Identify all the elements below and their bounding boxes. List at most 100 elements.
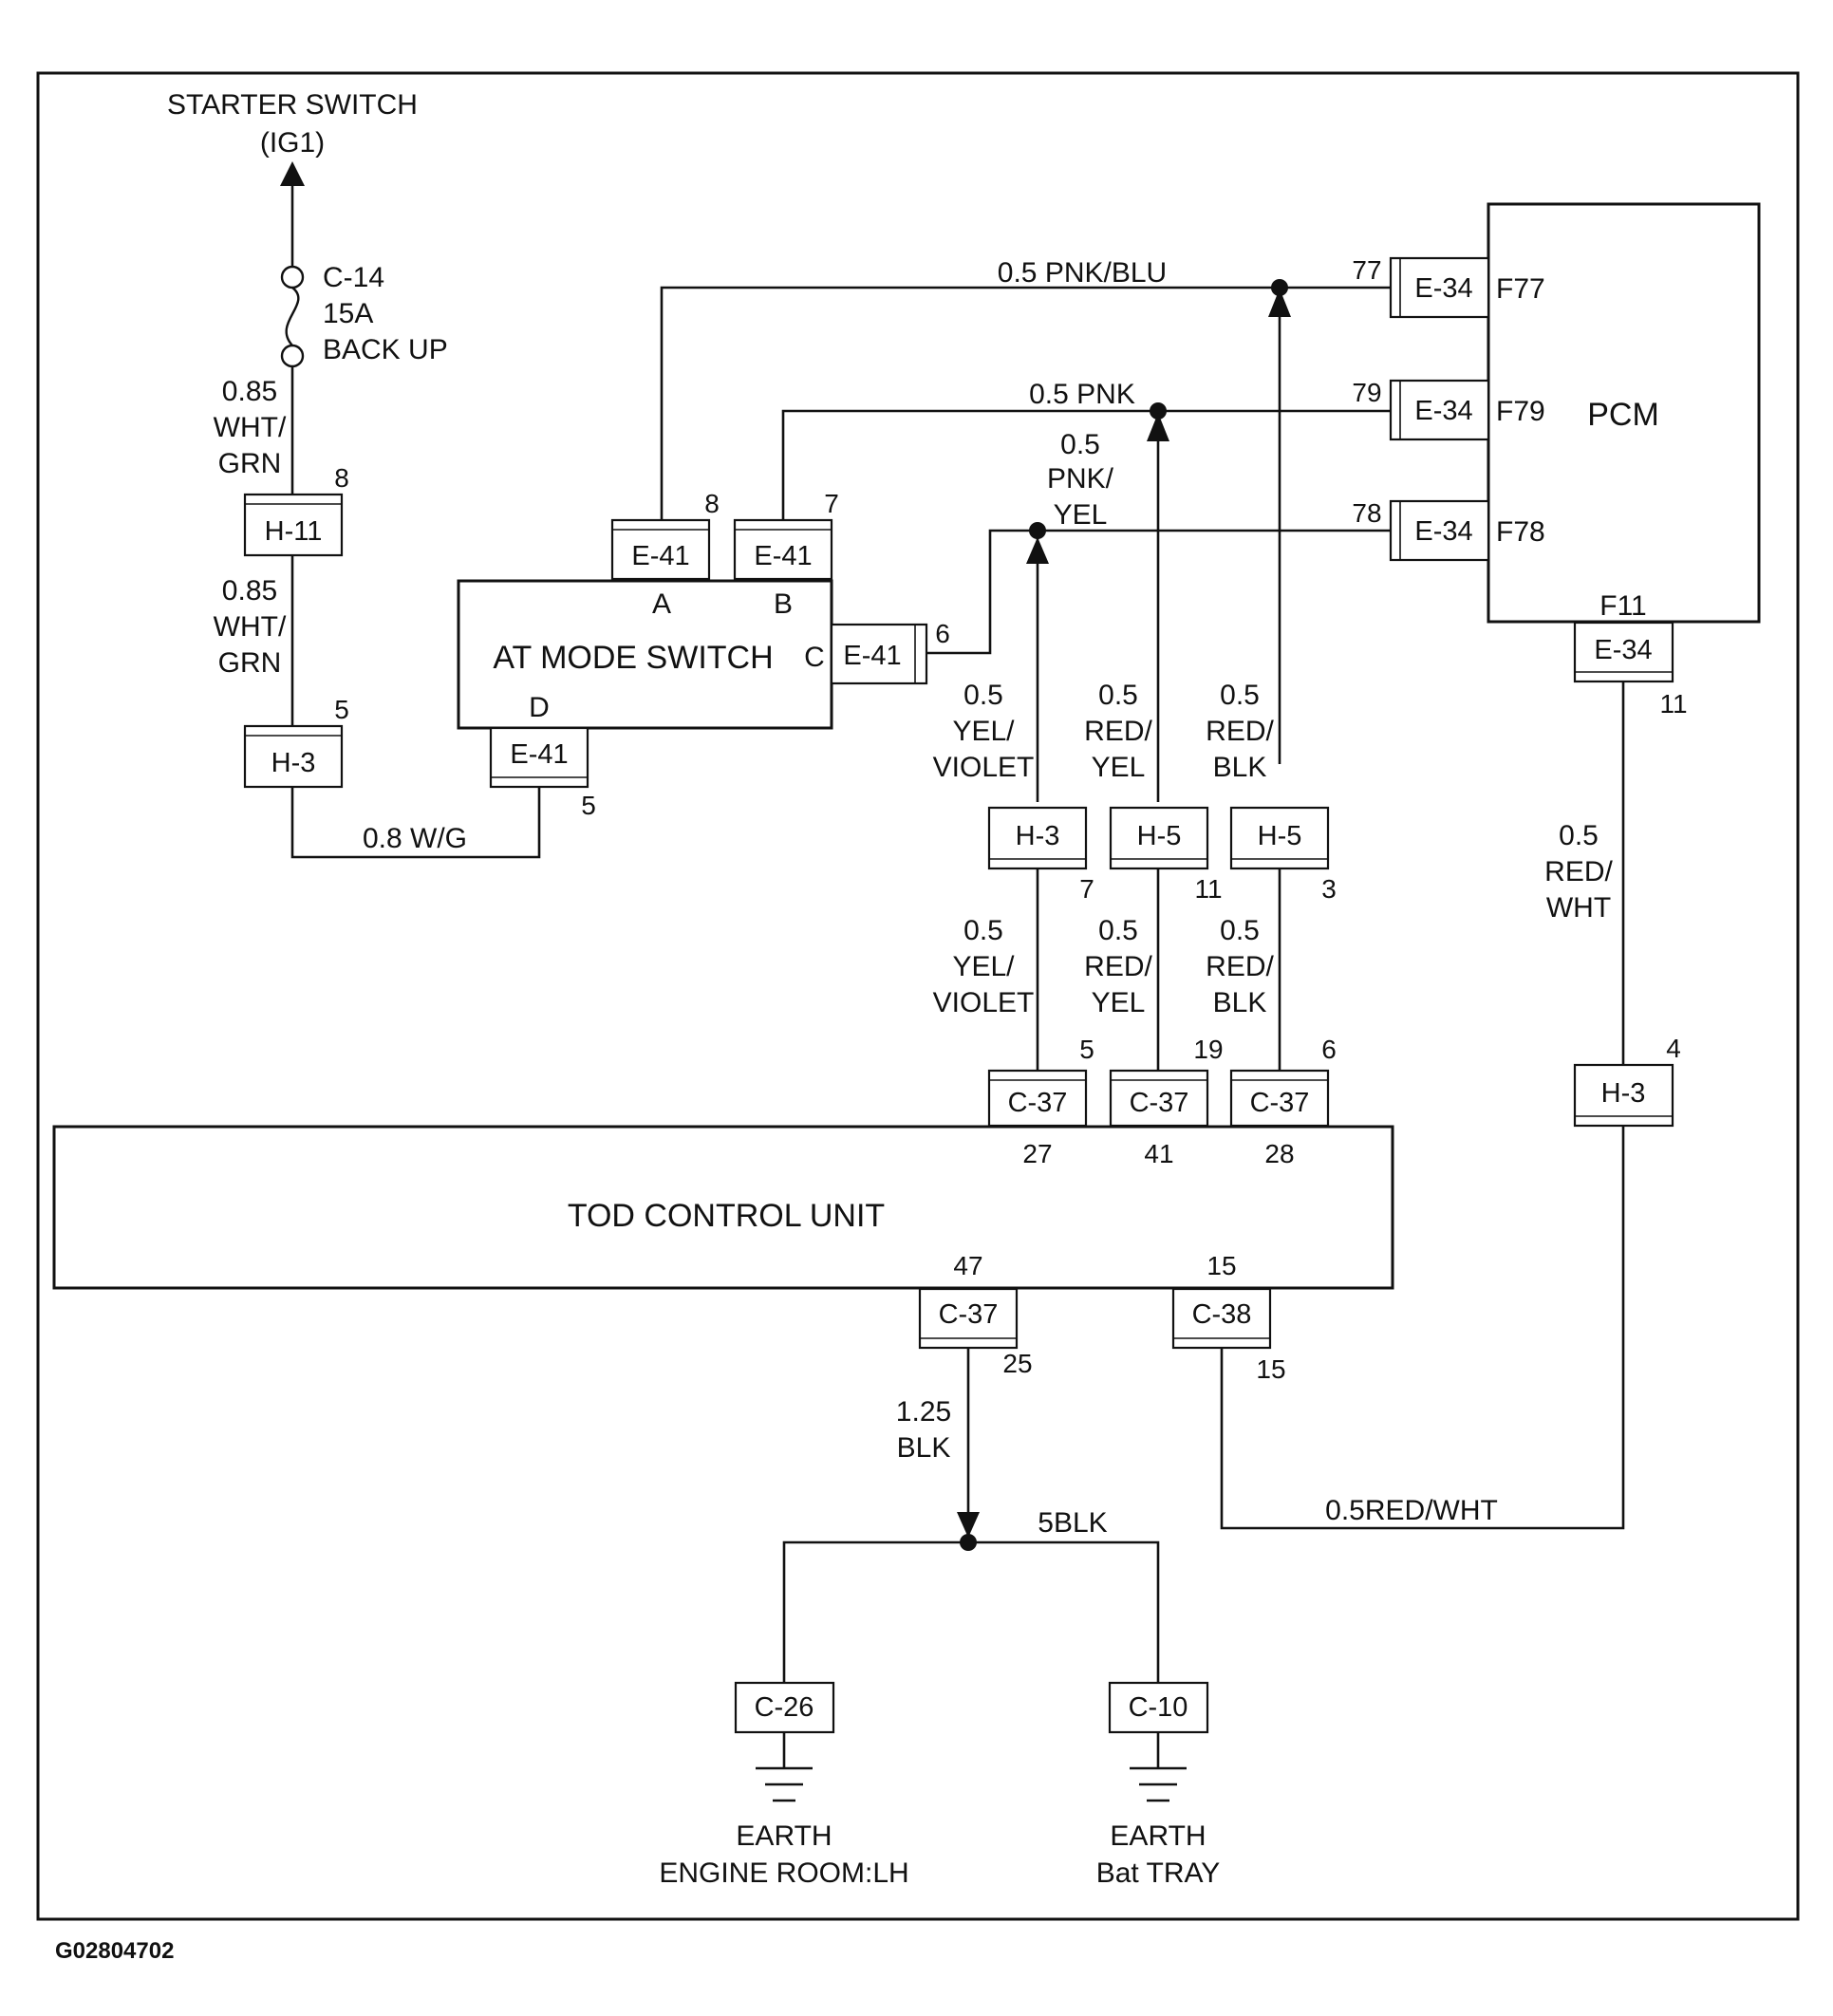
up-arrow-icon xyxy=(1026,537,1049,564)
wire-label-size: 0.5 xyxy=(1098,680,1138,711)
tod-control-unit-label: TOD CONTROL UNIT xyxy=(568,1198,885,1234)
wire-label-color: BLK xyxy=(1213,752,1267,783)
pin-number: 8 xyxy=(704,489,720,518)
pcm-module: PCM F77 F79 F78 F11 xyxy=(1487,202,1761,624)
connector-c10: C-10 xyxy=(1108,1681,1209,1734)
connector-label: C-26 xyxy=(755,1692,814,1723)
connector-e34-f79: E-34 xyxy=(1389,379,1490,441)
wire-label-size: 0.5 xyxy=(1559,820,1599,851)
ground-icon xyxy=(756,1766,813,1802)
connector-h3-left: H-3 xyxy=(243,724,344,789)
wire-pnk-yel xyxy=(925,529,1391,655)
splice-dot xyxy=(960,1534,977,1551)
connector-c26: C-26 xyxy=(734,1681,835,1734)
up-arrow-icon xyxy=(1147,413,1169,441)
fuse-id: C-14 xyxy=(323,262,384,293)
wire-pnk xyxy=(781,409,1391,520)
pin-number: 19 xyxy=(1193,1035,1223,1064)
connector-c37-red-yel: C-37 xyxy=(1109,1069,1209,1128)
figure-id: G02804702 xyxy=(55,1938,174,1964)
wire-label-color: WHT/ xyxy=(214,611,287,643)
pin-number: 6 xyxy=(935,619,950,648)
wire-label-color: WHT/ xyxy=(214,412,287,443)
connector-c37-ground: C-37 xyxy=(918,1287,1019,1350)
ground-icon xyxy=(1130,1766,1187,1802)
starter-switch-label: STARTER SWITCH xyxy=(167,89,418,121)
connector-label: C-10 xyxy=(1129,1692,1188,1723)
pcm-terminal: F79 xyxy=(1496,396,1545,427)
fuse-rating: 15A xyxy=(323,298,373,329)
connector-label: H-3 xyxy=(1016,821,1060,851)
wire-label-size: 0.5 xyxy=(963,680,1003,711)
connector-e41-b: E-41 xyxy=(733,518,833,581)
wire-label-color: RED/ xyxy=(1544,856,1613,887)
connector-e41-d: E-41 xyxy=(489,726,589,789)
pin-number: 11 xyxy=(1659,689,1687,719)
wire-label-color: RED/ xyxy=(1084,716,1152,747)
pin-number: 7 xyxy=(1079,874,1094,904)
pin-number: 5 xyxy=(581,791,596,820)
pcm-terminal: F77 xyxy=(1496,273,1545,305)
wire-label-pnk-blu: 0.5 PNK/BLU xyxy=(998,257,1167,289)
pin-number: 15 xyxy=(1256,1354,1285,1384)
starter-arrow-icon xyxy=(280,161,305,186)
wire-label-size: 0.85 xyxy=(222,575,277,607)
wire-label-red-wht: 0.5RED/WHT xyxy=(1325,1495,1498,1526)
connector-e34-f11: E-34 xyxy=(1573,621,1674,683)
pcm-terminal: F11 xyxy=(1599,590,1646,622)
wires xyxy=(290,186,1625,1767)
fuse-name: BACK UP xyxy=(323,334,448,365)
connector-e41-a: E-41 xyxy=(610,518,711,581)
pin-number: 3 xyxy=(1321,874,1337,904)
terminal-d: D xyxy=(529,692,550,723)
wire-label-size: 0.85 xyxy=(222,376,277,407)
wire-red-wht-lower xyxy=(1220,1126,1625,1530)
pin-number: 6 xyxy=(1321,1035,1337,1064)
pin-number: 15 xyxy=(1206,1251,1236,1280)
pin-number: 25 xyxy=(1002,1349,1032,1378)
wire-label-color: YEL xyxy=(1092,987,1146,1018)
wire-label-w-g: 0.8 W/G xyxy=(363,823,467,854)
wire-5blk xyxy=(782,1540,1160,1683)
pin-number: 11 xyxy=(1194,874,1222,904)
splice-dot xyxy=(1029,522,1046,539)
earth-right-location: Bat TRAY xyxy=(1096,1857,1221,1889)
connector-c37-red-blk: C-37 xyxy=(1229,1069,1330,1128)
wire-pnk-blu xyxy=(660,286,1391,520)
pin-number: 4 xyxy=(1666,1034,1681,1063)
wire-label-color: BLK xyxy=(1213,987,1267,1018)
earth-left-label: EARTH xyxy=(736,1820,832,1852)
pin-number: 5 xyxy=(1079,1035,1094,1064)
wire-label-size: 0.5 xyxy=(1098,915,1138,946)
pin-number: 77 xyxy=(1352,255,1381,285)
connector-h5-red-blk: H-5 xyxy=(1229,806,1330,870)
wire-label-color: RED/ xyxy=(1206,716,1274,747)
connector-h3-right: H-3 xyxy=(1573,1063,1674,1128)
connector-label: H-3 xyxy=(1601,1078,1646,1109)
connector-label: C-37 xyxy=(1250,1088,1310,1118)
pin-number: 47 xyxy=(953,1251,982,1280)
connector-label: E-34 xyxy=(1414,516,1472,547)
connector-label: E-41 xyxy=(510,739,568,770)
connector-h5-red-yel: H-5 xyxy=(1109,806,1209,870)
connector-label: E-41 xyxy=(843,641,901,671)
wire-label-pnk: 0.5 PNK xyxy=(1029,379,1135,410)
connector-e41-c: E-41 xyxy=(830,623,928,685)
connector-label: C-38 xyxy=(1192,1299,1252,1330)
pin-number: 78 xyxy=(1352,498,1381,528)
wire-label-size: 0.5 xyxy=(1220,680,1260,711)
wire-label-color: RED/ xyxy=(1084,951,1152,982)
pin-number: 41 xyxy=(1144,1139,1173,1168)
connector-h3-mid: H-3 xyxy=(987,806,1088,870)
connector-label: E-34 xyxy=(1594,635,1652,665)
wire-label-color: RED/ xyxy=(1206,951,1274,982)
at-mode-switch-label: AT MODE SWITCH xyxy=(493,640,773,676)
wire-label-color: BLK xyxy=(897,1432,951,1464)
pin-number: 7 xyxy=(824,489,839,518)
connector-label: E-41 xyxy=(631,541,689,571)
wire-label-color: GRN xyxy=(218,448,282,479)
wire-label-color: PNK/ xyxy=(1047,463,1114,495)
wire-label-5blk: 5BLK xyxy=(1038,1507,1107,1539)
terminal-c: C xyxy=(804,642,825,673)
